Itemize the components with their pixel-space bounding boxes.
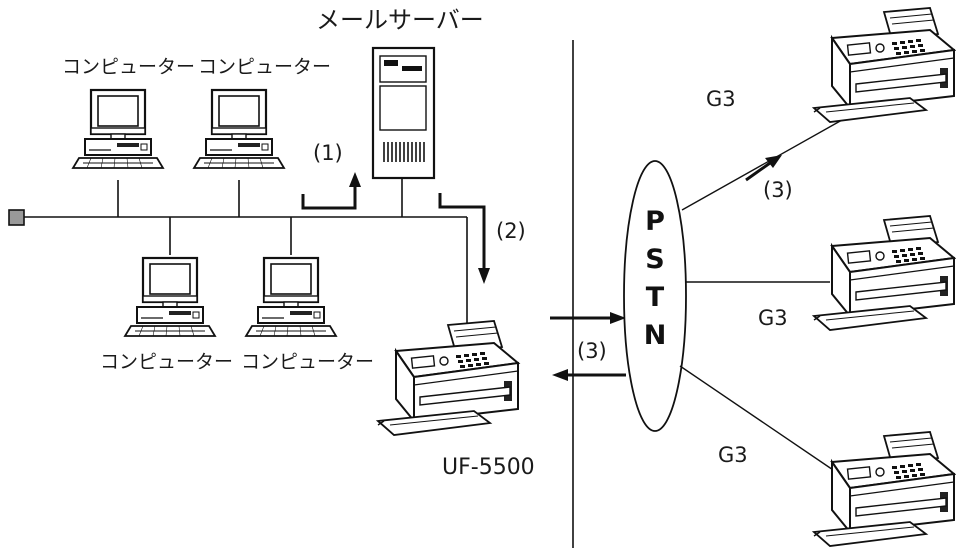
g3-label: G3 <box>758 306 788 330</box>
pstn-letter: S <box>645 244 664 275</box>
computer-1 <box>71 88 165 170</box>
step-3-label: (3) <box>577 339 607 363</box>
g3-label: G3 <box>718 443 748 467</box>
fax-model-label: UF-5500 <box>442 455 535 480</box>
remote-fax-3 <box>813 431 955 547</box>
computer-label: コンピューター <box>100 351 233 373</box>
fax-machine-uf5500 <box>377 320 519 436</box>
pstn-letter: N <box>644 320 667 351</box>
computer-2 <box>192 88 286 170</box>
step-1-label: (1) <box>313 141 343 165</box>
remote-fax-2 <box>813 215 955 331</box>
mail-server-label: メールサーバー <box>316 6 484 34</box>
pstn-network <box>623 160 687 432</box>
computer-4 <box>244 256 338 338</box>
step-2-arrow <box>438 193 486 270</box>
g3-label: G3 <box>706 87 736 111</box>
step-3-label: (3) <box>763 178 793 202</box>
lan-terminator <box>8 209 25 226</box>
computer-label: コンピューター <box>62 56 195 78</box>
pstn-letter: T <box>646 282 665 313</box>
computer-label: コンピューター <box>198 56 331 78</box>
mail-server <box>371 46 436 180</box>
computer-label: コンピューター <box>241 351 374 373</box>
remote-fax-1 <box>813 7 955 123</box>
step-3-arrow <box>745 161 771 182</box>
step-2-label: (2) <box>496 219 526 243</box>
g3-line-1 <box>681 119 843 211</box>
pstn-letter: P <box>645 206 665 237</box>
g3-line-3 <box>679 365 843 477</box>
computer-3 <box>123 256 217 338</box>
step-1-arrow <box>301 185 357 210</box>
